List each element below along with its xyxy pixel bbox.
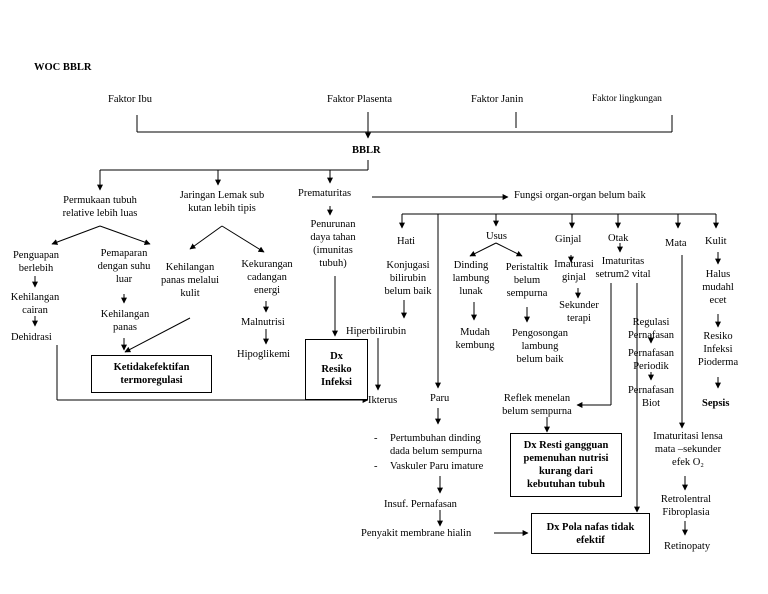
- node-kulit: Kulit: [705, 236, 727, 247]
- node-penyakit-membrane: Penyakit membrane hialin: [361, 528, 472, 539]
- factor-plasenta: Faktor Plasenta: [327, 94, 393, 105]
- node-sepsis: Sepsis: [702, 398, 730, 409]
- factor-janin: Faktor Janin: [471, 94, 524, 105]
- node-paru-item-1b: dada belum sempurna: [390, 446, 483, 457]
- node-dehidrasi: Dehidrasi: [11, 332, 52, 343]
- node-retinopaty: Retinopaty: [664, 541, 711, 552]
- node-malnutrisi: Malnutrisi: [241, 317, 285, 328]
- node-hipoglikemi: Hipoglikemi: [237, 349, 291, 360]
- node-paru-item-1: Pertumbuhan dinding: [374, 432, 481, 445]
- node-usus: Usus: [486, 231, 508, 242]
- node-mata: Mata: [665, 238, 687, 249]
- node-ginjal: Ginjal: [555, 234, 582, 245]
- factor-ibu: Faktor Ibu: [108, 94, 153, 105]
- factor-lingkungan: Faktor lingkungan: [592, 94, 662, 104]
- diagram-title: WOC BBLR: [34, 62, 92, 73]
- node-hiperbilirubin: Hiperbilirubin: [346, 326, 407, 337]
- node-hati: Hati: [397, 236, 416, 247]
- node-prematuritas: Prematuritas: [298, 188, 352, 199]
- node-ikterus: Ikterus: [368, 394, 398, 407]
- node-paru: Paru: [430, 393, 450, 404]
- node-paru-item-2: Vaskuler Paru imature: [374, 460, 483, 473]
- node-fungsi-organ: Fungsi organ-organ belum baik: [514, 190, 646, 201]
- node-bblr: BBLR: [352, 145, 381, 156]
- node-insuf-pernafasan: Insuf. Pernafasan: [384, 499, 457, 510]
- node-otak: Otak: [608, 233, 629, 244]
